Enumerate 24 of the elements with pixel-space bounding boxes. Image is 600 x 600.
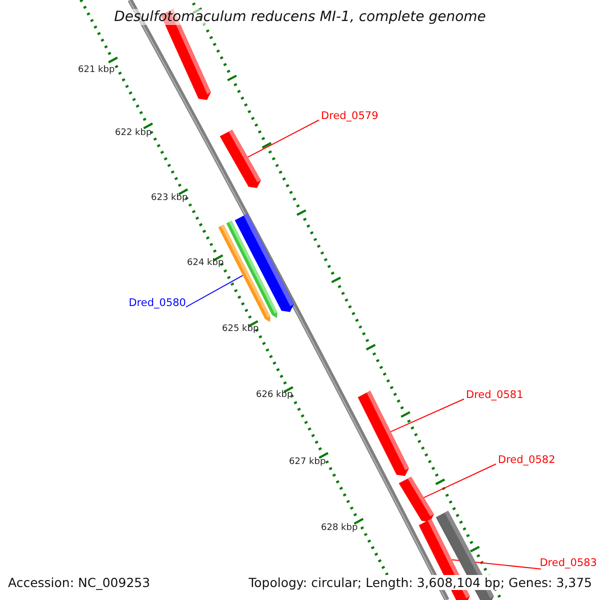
scale-label: 621 kbp: [78, 65, 115, 75]
gene-feature: [398, 476, 434, 522]
footer-text: Accession: NC_009253: [8, 575, 150, 590]
gene-feature: [220, 130, 261, 188]
gene-label: Dred_0583: [540, 557, 597, 570]
gene-label: Dred_0582: [498, 454, 556, 467]
leader-line: [247, 120, 320, 158]
gene-label: Dred_0580: [128, 297, 186, 310]
scale-label: 626 kbp: [256, 390, 293, 400]
gene-label: Dred_0581: [466, 389, 524, 402]
scale-label: 628 kbp: [321, 523, 358, 533]
scale-label: 622 kbp: [115, 128, 152, 138]
gene-feature: [358, 390, 409, 476]
title: Desulfotomaculum reducens MI-1, complete genome: [114, 9, 486, 25]
leader-line: [423, 464, 496, 498]
leader-line: [186, 274, 244, 308]
scale-label: 623 kbp: [151, 193, 188, 203]
footer-text: Topology: circular; Length: 3,608,104 bp; Genes: 3,375: [248, 575, 592, 590]
scale-label: 627 kbp: [289, 457, 326, 467]
scale-label: 624 kbp: [187, 258, 224, 268]
scale-label: 625 kbp: [222, 324, 259, 334]
gene-label: Dred_0579: [321, 110, 378, 123]
gene-feature: [234, 214, 294, 312]
leader-line: [390, 398, 464, 432]
